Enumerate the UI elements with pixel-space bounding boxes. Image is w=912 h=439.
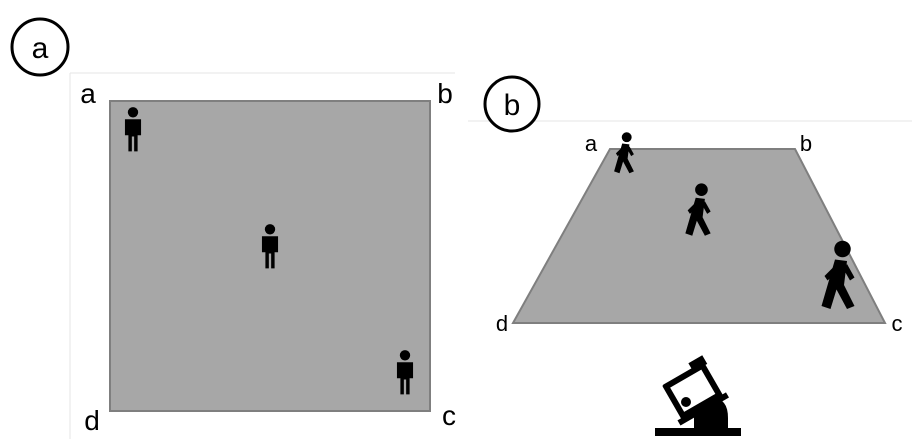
corner-label-c: c [442,400,456,431]
corner-label-a: a [80,78,96,109]
corner-label-b-b: b [800,131,812,156]
panel-a-badge-label: a [32,32,49,65]
panel-a: a a b c d [10,17,456,439]
corner-label-d: d [84,405,100,436]
camera-icon [655,355,741,436]
corner-label-b: b [437,78,453,109]
floor-trapezoid [511,148,887,324]
corner-label-c-b: c [892,311,903,336]
floor-square [109,100,431,412]
panel-a-badge [10,17,70,77]
corner-label-d-b: d [496,311,508,336]
panel-b-badge-label: b [504,89,521,122]
panel-b-badge [483,75,541,133]
corner-label-a-b: a [585,131,598,156]
panel-b: b a b c d [468,75,912,436]
